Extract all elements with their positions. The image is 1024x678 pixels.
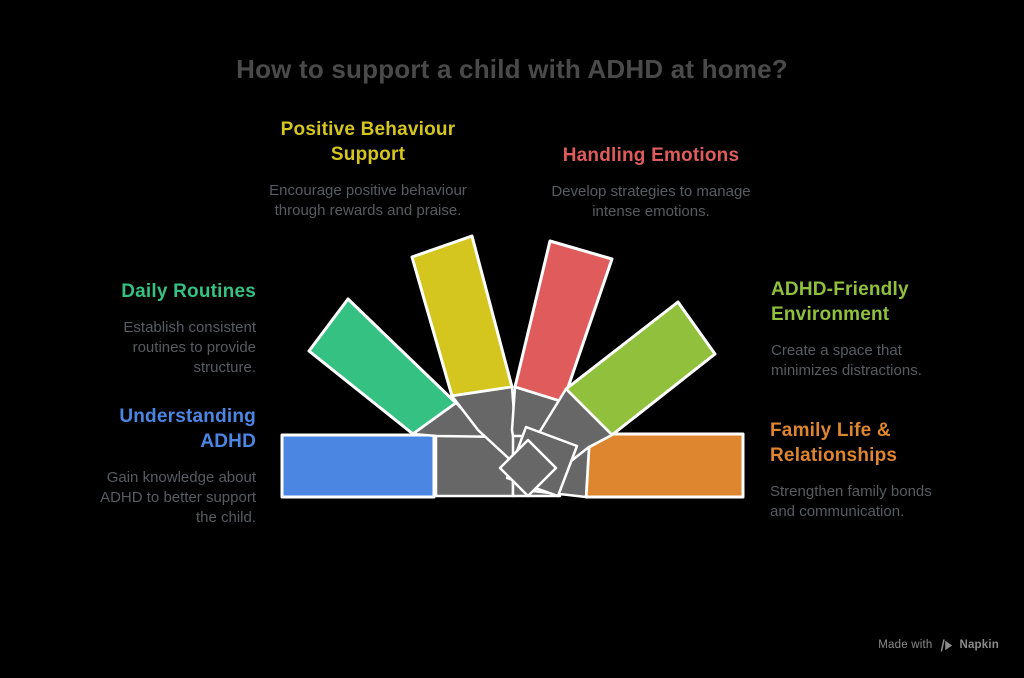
section-description: Establish consistent routines to provide… — [123, 319, 256, 376]
section-description: Develop strategies to manage intense emo… — [551, 183, 751, 220]
section-description: Create a space that minimizes distractio… — [771, 342, 922, 379]
section-title: Daily Routines — [121, 281, 256, 302]
section-family-life-relationships: Family Life & Relationships Strengthen f… — [770, 418, 990, 522]
napkin-logo-icon — [941, 639, 953, 651]
section-title: Positive Behaviour Support — [280, 119, 456, 165]
section-title: Handling Emotions — [562, 145, 740, 166]
section-positive-behaviour-support: Positive Behaviour Support Encourage pos… — [253, 117, 483, 221]
section-title: Understanding ADHD — [119, 406, 256, 452]
ribbon-positive-behaviour-support — [410, 234, 514, 398]
section-handling-emotions: Handling Emotions Develop strategies to … — [536, 143, 766, 222]
watermark-made-with-label: Made with — [878, 639, 933, 651]
section-title: Family Life & Relationships — [770, 420, 898, 466]
section-description: Strengthen family bonds and communicatio… — [770, 483, 932, 520]
watermark-brand-label: Napkin — [959, 639, 999, 651]
ribbon-understanding-adhd — [280, 433, 436, 499]
section-title: ADHD-Friendly Environment — [771, 279, 909, 325]
section-description: Encourage positive behaviour through rew… — [269, 182, 467, 219]
section-understanding-adhd: Understanding ADHD Gain knowledge about … — [76, 404, 256, 528]
section-daily-routines: Daily Routines Establish consistent rout… — [86, 279, 256, 378]
napkin-watermark[interactable]: Made with Napkin — [878, 636, 999, 654]
page-title: How to support a child with ADHD at home… — [236, 54, 788, 84]
fold-spiral-square-2 — [498, 438, 558, 498]
section-adhd-friendly-environment: ADHD-Friendly Environment Create a space… — [771, 277, 981, 381]
ribbon-family-life-relationships — [584, 432, 745, 499]
section-description: Gain knowledge about ADHD to better supp… — [100, 469, 256, 526]
